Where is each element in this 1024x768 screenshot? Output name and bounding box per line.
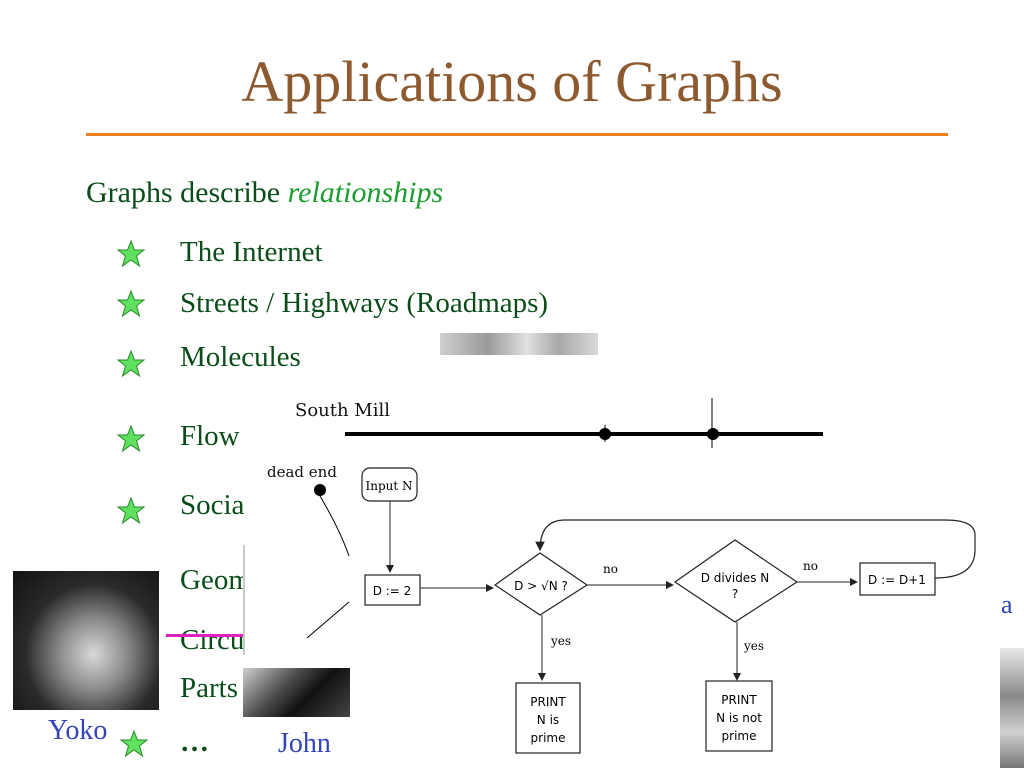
intro-emphasis: relationships: [287, 176, 444, 209]
flow-divides-label-1: D divides N: [701, 571, 769, 585]
title-underline: [86, 133, 948, 136]
star-bullet-icon: [116, 349, 146, 378]
right-edge-photo: [1000, 648, 1024, 768]
star-bullet-icon: [116, 424, 146, 453]
flow-print-not-2: N is not: [716, 711, 762, 725]
star-bullet-icon: [116, 239, 146, 268]
edge-caption-fragment: a: [1001, 590, 1013, 619]
bullet-ellipsis: …: [180, 726, 209, 758]
molecules-image: [440, 333, 598, 355]
flow-no-label-2: no: [803, 559, 818, 573]
flow-print-not-1: PRINT: [721, 693, 757, 707]
intro-prefix: Graphs describe: [86, 176, 288, 209]
flow-divides-label-2: ?: [732, 587, 738, 601]
bullet-internet: The Internet: [180, 236, 323, 268]
road-street-label: South Mill: [295, 400, 390, 421]
star-bullet-icon: [116, 496, 146, 525]
flow-no-label-1: no: [603, 562, 618, 576]
flow-print-not-3: prime: [722, 729, 757, 743]
star-bullet-icon: [119, 729, 149, 758]
flowchart-panel: South Mill dead end Input N D := 2 D > √…: [245, 380, 1024, 768]
road-dead-end-label: dead end: [267, 463, 337, 481]
bullet-molecules: Molecules: [180, 341, 301, 373]
star-bullet-icon: [116, 289, 146, 318]
flow-yes-label-2: yes: [743, 639, 764, 653]
john-caption: John: [278, 728, 331, 759]
flow-print-prime-2: N is: [537, 713, 559, 727]
slide-title: Applications of Graphs: [241, 49, 783, 114]
flowchart-diagram: South Mill dead end Input N D := 2 D > √…: [267, 398, 976, 754]
circuit-link-line: [166, 634, 248, 637]
yoko-photo: [13, 571, 159, 710]
flow-input-label: Input N: [365, 479, 412, 493]
intro-text: Graphs describe relationships: [86, 176, 443, 210]
john-photo: [243, 668, 350, 717]
yoko-caption: Yoko: [48, 715, 108, 746]
flow-print-prime-3: prime: [531, 731, 566, 745]
flow-sqrt-test-label: D > √N ?: [514, 579, 568, 593]
flow-yes-label-1: yes: [550, 634, 571, 648]
flow-init-label: D := 2: [373, 584, 412, 598]
bullet-streets: Streets / Highways (Roadmaps): [180, 287, 549, 319]
flow-increment-label: D := D+1: [868, 573, 926, 587]
flow-print-prime-1: PRINT: [530, 695, 566, 709]
